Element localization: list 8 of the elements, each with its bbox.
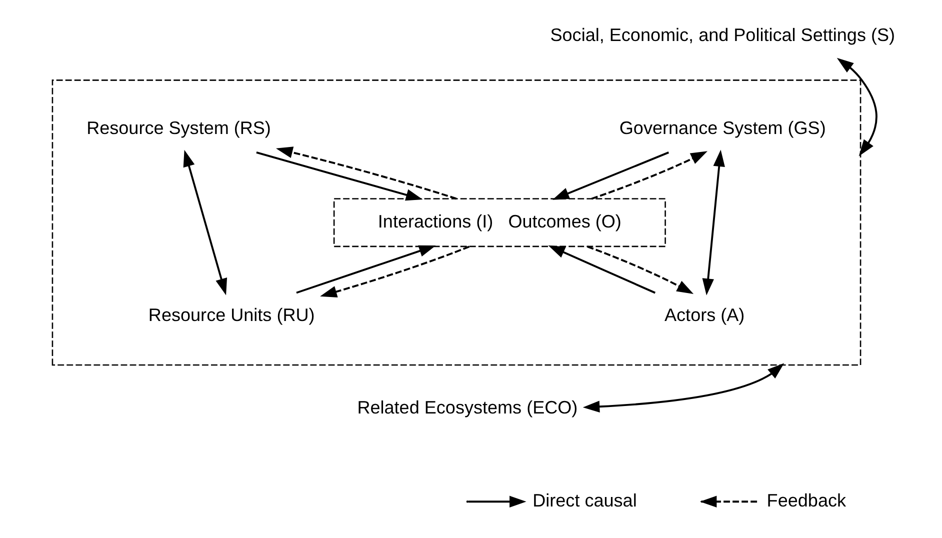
node-text: Governance System (GS) (619, 118, 826, 138)
node-text: Resource Units (RU) (148, 304, 315, 325)
node-text: Resource System (RS) (86, 118, 271, 138)
legend-label: Direct causal (532, 490, 637, 510)
legend-label: Feedback (766, 490, 846, 510)
node-text: Social, Economic, and Political Settings (S) (550, 25, 896, 46)
node-text: Related Ecosystems (ECO) (357, 398, 578, 418)
node-text: Actors (A) (664, 304, 745, 325)
